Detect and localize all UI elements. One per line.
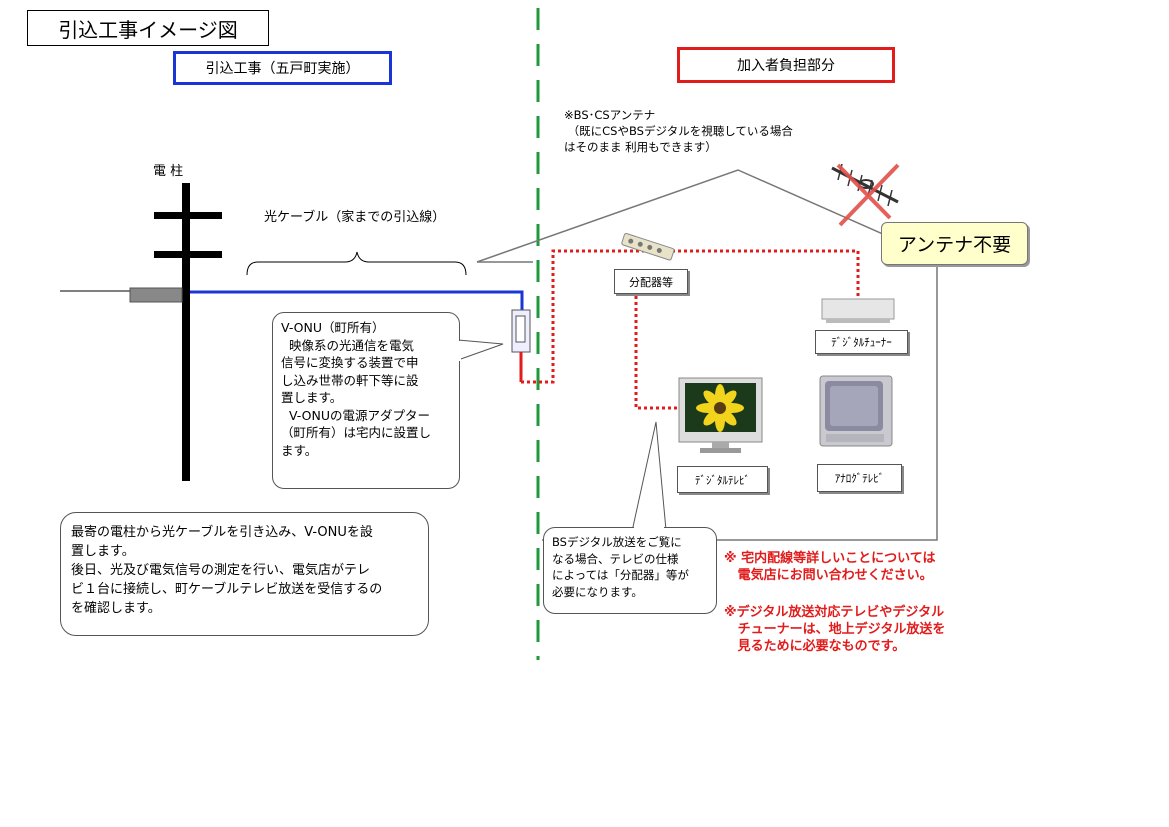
indoor-wiring	[521, 249, 860, 410]
section-header-construction: 引込工事（五戸町実施）	[173, 51, 392, 85]
analog-tv-icon	[819, 375, 893, 447]
utility-pole	[60, 183, 222, 481]
tuner-label: ﾃﾞｼﾞﾀﾙﾁｭｰﾅｰ	[815, 330, 908, 354]
wiring-inquiry-note: ※ 宅内配線等詳しいことについては 電気店にお問い合わせください。	[724, 551, 936, 583]
digital-tv-label: ﾃﾞｼﾞﾀﾙﾃﾚﾋﾞ	[677, 466, 768, 493]
analog-tv-label: ｱﾅﾛｸﾞﾃﾚﾋﾞ	[817, 464, 902, 492]
digital-tv-icon	[678, 377, 763, 453]
optical-cable	[190, 290, 524, 312]
antenna-not-needed-label: アンテナ不要	[881, 222, 1028, 265]
section-header-subscriber: 加入者負担部分	[677, 47, 895, 83]
bs-digital-bubble: BSデジタル放送をご覧に なる場合、テレビの仕様 によっては「分配器」等が 必要…	[543, 527, 717, 614]
cross-out-mark	[836, 163, 900, 227]
page-title: 引込工事イメージ図	[27, 10, 269, 46]
cable-brace	[246, 251, 467, 276]
digital-equipment-note: ※デジタル放送対応テレビやデジタル チューナーは、地上デジタル放送を 見るために…	[724, 605, 946, 654]
digital-tuner-icon	[821, 298, 895, 323]
antenna-note: ※BS･CSアンテナ （既にCSやBSデジタルを視聴している場合 はそのまま 利…	[564, 108, 793, 154]
splitter-label: 分配器等	[614, 269, 688, 294]
bottom-description-bubble: 最寄の電柱から光ケーブルを引き込み、V-ONUを設 置します。 後日、光及び電気…	[60, 512, 429, 636]
pole-label: 電 柱	[153, 164, 184, 179]
splitter-icon	[621, 233, 675, 261]
cable-label: 光ケーブル（家までの引込線）	[264, 210, 446, 225]
onu-description-bubble: V-ONU（町所有） 映像系の光通信を電気 信号に変換する装置で申 し込み世帯の…	[272, 312, 460, 489]
